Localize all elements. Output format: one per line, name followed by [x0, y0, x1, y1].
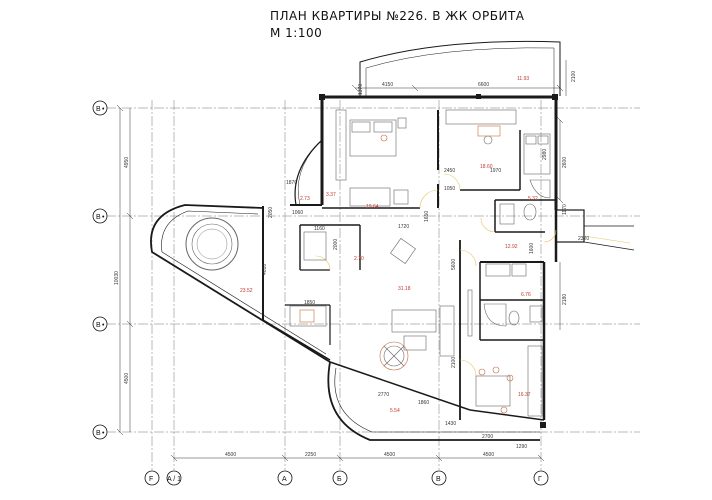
left-room-furniture	[289, 231, 327, 327]
bottom-dimension-5: 1290	[516, 444, 527, 450]
top-dimension-4: 2100	[571, 71, 577, 82]
area-kitchen: 16.37	[518, 392, 531, 398]
inner-dimension-1: 2450	[444, 168, 455, 174]
bathroom-fixtures	[483, 179, 551, 327]
area-bath2: 6.76	[521, 292, 531, 298]
inner-dimension-12: 2320	[578, 236, 589, 242]
row-axis-1: В •	[92, 100, 108, 116]
inner-dimension-13: 2050	[268, 207, 274, 218]
bedroom-furniture	[335, 109, 409, 207]
top-dimension-2: 4150	[382, 82, 393, 88]
column-axis-b: Б	[337, 476, 342, 483]
bay-window-top	[294, 139, 323, 206]
area-loggia: 5.54	[390, 408, 400, 414]
area-small1: 2.70	[354, 256, 364, 262]
side-balcony	[555, 209, 635, 251]
door-swings	[315, 173, 557, 377]
bedroom2-furniture	[445, 109, 551, 175]
svg-text:•: •	[102, 106, 105, 113]
inner-dimension-16: 5600	[451, 259, 457, 270]
column-axis-a1: A / 1	[167, 476, 181, 483]
inner-dimension-4: 1160	[314, 226, 325, 232]
inner-dimension-8: 2770	[378, 392, 389, 398]
inner-dimension-11: 1430	[445, 421, 456, 427]
left-dimension-2: 4500	[124, 373, 130, 384]
round-hot-tub	[185, 217, 239, 271]
area-small2: 3.37	[326, 192, 336, 198]
left-dimension-1: 4950	[124, 157, 130, 168]
column-axis-v: В	[436, 476, 441, 483]
inner-dimension-6: 1850	[304, 300, 315, 306]
kitchen-furniture	[475, 345, 543, 417]
column-axis-markers: F A / 1 A Б В Г	[144, 470, 549, 486]
row-axis-3-label: В	[96, 322, 101, 329]
bottom-dimension-1: 4500	[225, 452, 236, 458]
column-markers	[319, 94, 558, 428]
top-dimension-1: 1370	[358, 84, 364, 95]
column-axis-g: Г	[538, 476, 542, 483]
area-living: 31.18	[398, 286, 411, 292]
area-bedroom2: 18.60	[480, 164, 493, 170]
inner-dimension-2: 1970	[490, 168, 501, 174]
row-axis-4: В •	[92, 424, 108, 440]
svg-text:•: •	[102, 430, 105, 437]
living-furniture	[379, 238, 473, 371]
exterior-walls	[262, 95, 558, 420]
svg-text:•: •	[102, 322, 105, 329]
area-bedroom: 19.64	[366, 204, 379, 210]
svg-text:•: •	[102, 214, 105, 221]
scale-label: М 1:100	[270, 26, 323, 40]
row-axis-3: В •	[92, 316, 108, 332]
interior-walls	[285, 110, 556, 420]
wedge-balcony	[150, 204, 331, 363]
inner-dimension-20: 2980	[542, 149, 548, 160]
left-dimension-chain	[116, 104, 134, 436]
inner-dimension-5: 2000	[333, 239, 339, 250]
left-total-dimension: 10030	[114, 271, 120, 285]
bottom-dimension-2: 2250	[305, 452, 316, 458]
row-axis-markers: В • В • В • В •	[92, 100, 108, 440]
area-balcony-top: 11.93	[517, 76, 529, 82]
row-axis-2: В •	[92, 208, 108, 224]
inner-dimension-21: 1870	[286, 180, 297, 186]
top-dimension-chain	[351, 60, 567, 96]
inner-dimension-18: 1720	[398, 224, 409, 230]
inner-dimension-9: 1860	[418, 400, 429, 406]
top-dimension-3: 6600	[478, 82, 489, 88]
column-axis-f: F	[149, 476, 153, 483]
bottom-dimension-4: 4500	[483, 452, 494, 458]
inner-dimension-10: 2700	[482, 434, 493, 440]
bay-window-bottom	[327, 361, 545, 441]
inner-dimension-3: 1050	[444, 186, 455, 192]
area-hall: 12.92	[505, 244, 518, 250]
column-axis-a: A	[282, 476, 287, 483]
bottom-dimension-3: 4500	[384, 452, 395, 458]
row-axis-4-label: В	[96, 430, 101, 437]
inner-dimension-17: 4010	[262, 264, 268, 275]
bottom-dimension-chain	[170, 454, 545, 462]
area-bath1: 5.32	[528, 196, 538, 202]
inner-dimension-7: 2100	[451, 357, 457, 368]
row-axis-1-label: В	[96, 106, 101, 113]
top-balcony	[359, 40, 561, 96]
page-title: ПЛАН КВАРТИРЫ №226. В ЖК ОРБИТА	[270, 9, 525, 23]
row-axis-2-label: В	[96, 214, 101, 221]
inner-dimension-19: 1600	[529, 243, 535, 254]
right-dimension-3: 2180	[562, 294, 568, 305]
right-dimension-chain	[556, 116, 564, 330]
inner-dimension-15: 1650	[424, 211, 430, 222]
inner-dimension-14: 1060	[292, 210, 303, 216]
area-corridor: 2.73	[300, 196, 310, 202]
area-room-left: 23.52	[240, 288, 253, 294]
right-dimension-1: 2600	[562, 157, 568, 168]
